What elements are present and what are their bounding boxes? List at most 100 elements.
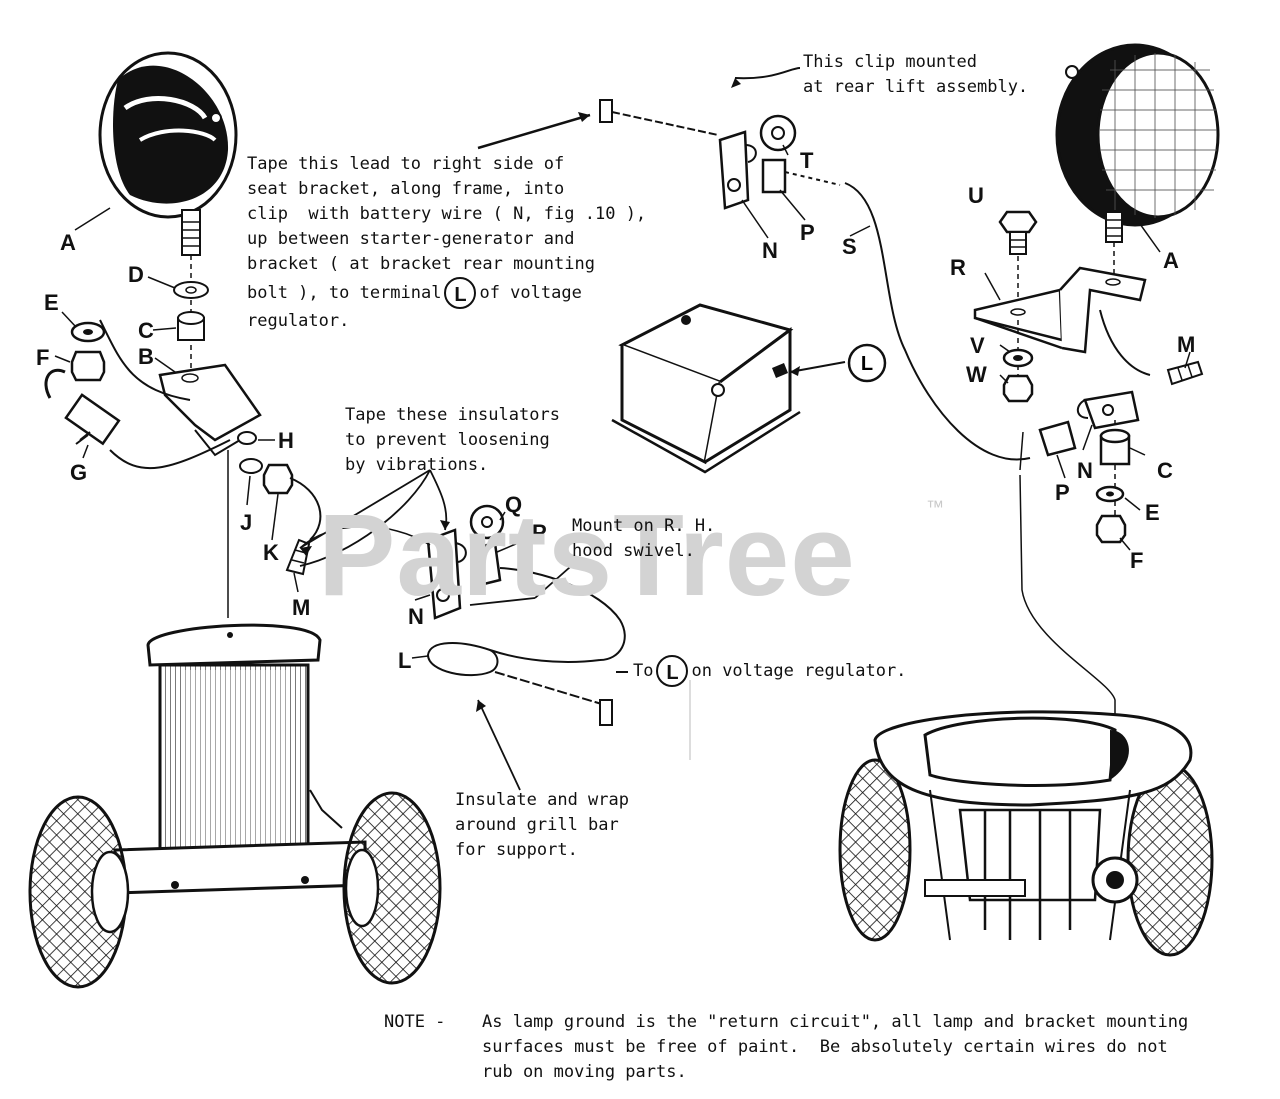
tape-lead-instructions: Tape this lead to right side of seat brac… bbox=[247, 152, 646, 334]
label-b-left: B bbox=[138, 344, 154, 369]
washer-q bbox=[469, 504, 505, 540]
washer-j bbox=[239, 458, 263, 474]
mount-leader bbox=[534, 559, 579, 599]
wire-s bbox=[844, 182, 1031, 461]
note-label: NOTE - bbox=[384, 1012, 446, 1032]
clip-mounted-line-1: This clip mounted bbox=[803, 52, 977, 72]
tape-lead-line-2: seat bracket, along frame, into bbox=[247, 179, 565, 199]
label-j-left: J bbox=[240, 510, 252, 535]
label-f-left: F bbox=[36, 345, 49, 370]
tape-lead-line-5: bracket ( at bracket rear mounting bbox=[247, 254, 595, 274]
terminal-l-inline-callout-2: L bbox=[656, 655, 689, 687]
tape-lead-line-4: up between starter-generator and bbox=[247, 229, 575, 249]
tape-lead-line-6a: bolt ), to terminal bbox=[247, 283, 442, 303]
label-s-top: S bbox=[842, 234, 857, 259]
to-regulator-suffix: on voltage regulator. bbox=[691, 661, 907, 681]
label-v-right: V bbox=[970, 333, 985, 358]
clip-mounted-line-2: at rear lift assembly. bbox=[803, 77, 1029, 97]
bolt-u bbox=[998, 210, 1038, 255]
tape-lead-line-6b: of voltage bbox=[479, 283, 582, 303]
partstree-watermark: PartsTree bbox=[318, 490, 856, 620]
label-l-mid: L bbox=[398, 648, 411, 673]
clip-pointer bbox=[734, 67, 801, 80]
nut-k bbox=[262, 463, 294, 495]
to-regulator-prefix: To bbox=[633, 661, 654, 681]
label-e-left: E bbox=[44, 290, 59, 315]
label-k-left: K bbox=[263, 540, 279, 565]
regulator-terminal-l-label: L bbox=[861, 353, 873, 375]
note-line-2: surfaces must be free of paint. Be absol… bbox=[482, 1037, 1168, 1057]
mount-rh-note: Mount on R. H.hood swivel. bbox=[572, 514, 715, 564]
tape-lead-line-7: regulator. bbox=[247, 311, 350, 331]
terminal-p-right bbox=[1038, 420, 1077, 457]
clip-n-right bbox=[1076, 390, 1140, 430]
label-n-top: N bbox=[762, 238, 778, 263]
nut-e-f bbox=[70, 321, 106, 382]
insulator-leader-1 bbox=[299, 469, 431, 549]
washer-e-right bbox=[1095, 485, 1125, 503]
nut-w bbox=[1002, 374, 1034, 403]
tape-insulators-note: Tape these insulators to prevent loosenin… bbox=[345, 403, 560, 478]
regulator-terminal-l-callout bbox=[847, 343, 887, 383]
trademark-symbol: ™ bbox=[926, 497, 944, 517]
label-a-left: A bbox=[60, 230, 76, 255]
label-t-top: T bbox=[800, 148, 814, 173]
left-lamp bbox=[98, 51, 238, 256]
mid-wire bbox=[499, 567, 626, 661]
label-m-right: M bbox=[1177, 332, 1195, 357]
tractor-front-left bbox=[28, 623, 442, 989]
note-line-1: As lamp ground is the "return circuit", … bbox=[482, 1012, 1189, 1032]
insulate-wrap-line-1: Insulate and wrap bbox=[455, 790, 629, 810]
bracket-r bbox=[973, 266, 1151, 376]
wire-g bbox=[109, 439, 231, 470]
note-line-3: rub on moving parts. bbox=[482, 1062, 687, 1082]
nut-f-right bbox=[1095, 514, 1127, 544]
spacer-c-right bbox=[1099, 428, 1131, 466]
clip-mounted-note: This clip mounted at rear lift assembly. bbox=[803, 50, 1028, 100]
wire-nut-m-right bbox=[1166, 360, 1204, 386]
regulator-l-pointer bbox=[789, 361, 846, 373]
washer-v bbox=[1002, 348, 1034, 368]
label-e-right: E bbox=[1145, 500, 1160, 525]
tape-insulators-line-1: Tape these insulators bbox=[345, 405, 560, 425]
label-u-right: U bbox=[968, 183, 984, 208]
tape-lead-line-3: clip with battery wire ( N, fig .10 ), bbox=[247, 204, 647, 224]
insulate-wrap-line-2: around grill bar bbox=[455, 815, 619, 835]
label-f-right: F bbox=[1130, 548, 1143, 573]
grill-loop bbox=[426, 642, 499, 677]
label-r-right: R bbox=[950, 255, 966, 280]
terminal-p-top bbox=[761, 158, 787, 194]
note-body: As lamp ground is the "return circuit", … bbox=[482, 1010, 1188, 1085]
label-q-mid: Q bbox=[505, 492, 522, 517]
label-d-left: D bbox=[128, 262, 144, 287]
label-c-right: C bbox=[1157, 458, 1173, 483]
tape-insulators-line-2: to prevent loosening bbox=[345, 430, 550, 450]
tractor-rear-right bbox=[838, 710, 1214, 957]
label-n-mid: N bbox=[408, 604, 424, 629]
label-p-right: P bbox=[1055, 480, 1070, 505]
tape-lead-line-1: Tape this lead to right side of bbox=[247, 154, 565, 174]
clip-n-mid bbox=[426, 528, 467, 620]
clip-n-top bbox=[718, 130, 757, 210]
mount-rh-line-2: hood swivel. bbox=[572, 541, 695, 561]
label-g-left: G bbox=[70, 460, 87, 485]
terminal-p-mid bbox=[473, 541, 502, 587]
right-lamp-wire bbox=[1019, 474, 1116, 790]
label-c-left: C bbox=[138, 318, 154, 343]
label-m-left: M bbox=[292, 595, 310, 620]
spacer-c bbox=[177, 311, 205, 341]
insulate-wrap-line-3: for support. bbox=[455, 840, 578, 860]
switch-g bbox=[44, 368, 121, 446]
bracket-b bbox=[158, 363, 262, 457]
label-h-left: H bbox=[278, 428, 294, 453]
label-w-right: W bbox=[966, 362, 987, 387]
insulate-wrap-note: Insulate and wrap around grill bar for sup… bbox=[455, 788, 629, 863]
tape-insulators-line-3: by vibrations. bbox=[345, 455, 489, 475]
washer-h bbox=[237, 431, 257, 445]
top-connector bbox=[477, 99, 719, 150]
label-a-right: A bbox=[1163, 248, 1179, 273]
washer-t bbox=[759, 114, 797, 152]
